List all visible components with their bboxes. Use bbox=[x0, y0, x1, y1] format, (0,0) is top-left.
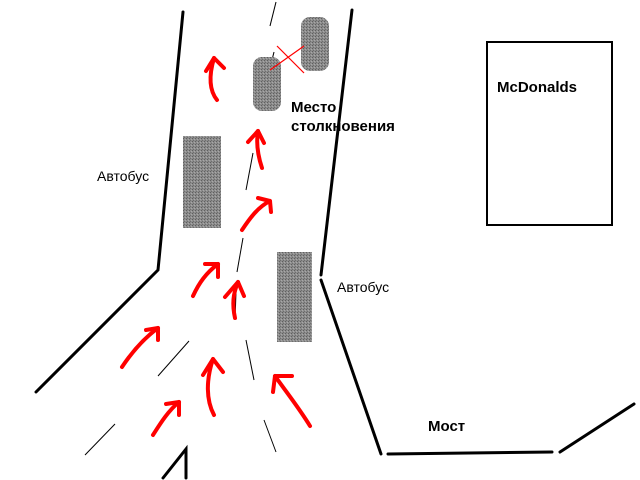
arrow bbox=[223, 280, 246, 320]
road-left-edge bbox=[34, 10, 185, 394]
collision-label-line1: Место bbox=[291, 99, 336, 116]
arrow bbox=[201, 357, 225, 417]
arrow bbox=[240, 196, 273, 232]
arrow bbox=[151, 400, 181, 437]
bridge-edge-right bbox=[558, 402, 636, 454]
mcdonalds-building bbox=[486, 41, 613, 226]
collision-mark bbox=[269, 45, 305, 74]
road-right-edge bbox=[319, 8, 354, 277]
arrow bbox=[191, 262, 220, 298]
bridge-label: Мост bbox=[428, 418, 465, 435]
mcdonalds-label: McDonalds bbox=[497, 79, 577, 96]
collision-label-line2: столкновения bbox=[291, 118, 395, 135]
arrow bbox=[271, 374, 312, 428]
arrow bbox=[120, 326, 160, 369]
movement-arrows bbox=[120, 56, 312, 437]
vehicles bbox=[183, 17, 329, 342]
bus-left bbox=[183, 136, 221, 228]
road-edges bbox=[34, 8, 636, 480]
bus-right-label: Автобус bbox=[337, 279, 389, 295]
lane-markings bbox=[84, 1, 277, 456]
bus-left-label: Автобус bbox=[97, 168, 149, 184]
car-front bbox=[301, 17, 329, 71]
arrow bbox=[204, 56, 226, 102]
road-right-edge-lower bbox=[319, 278, 383, 456]
bus-right bbox=[277, 252, 312, 342]
road-bottom-stub bbox=[161, 444, 188, 480]
arrow bbox=[246, 129, 266, 170]
car-rear bbox=[253, 57, 281, 111]
bridge-edge bbox=[386, 450, 554, 456]
